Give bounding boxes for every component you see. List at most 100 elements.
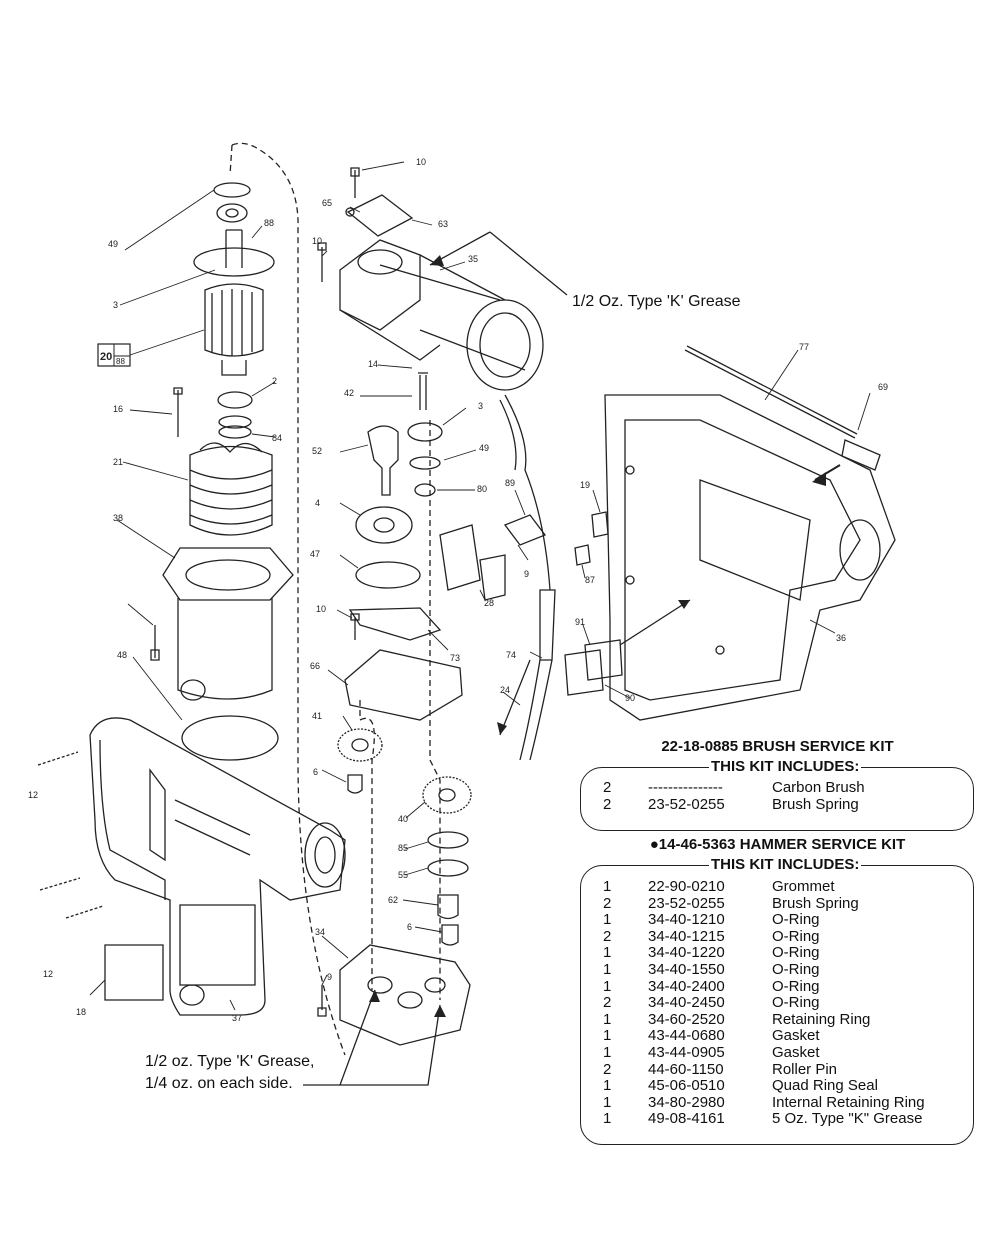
part-label: 16 xyxy=(113,404,123,414)
arrowhead-4 xyxy=(369,990,380,1002)
kit-desc: O-Ring xyxy=(772,911,820,929)
part-label: 84 xyxy=(272,433,282,443)
o-ring-48 xyxy=(181,715,279,761)
part-label: 49 xyxy=(479,443,489,453)
switch-89 xyxy=(439,514,547,601)
kit-part: 34-40-2450 xyxy=(648,994,725,1012)
kit-part: 44-60-1150 xyxy=(648,1060,724,1078)
kit-part: 34-40-1215 xyxy=(648,927,725,945)
kit-desc: Brush Spring xyxy=(772,795,859,813)
kit-qty: 1 xyxy=(603,878,612,895)
bearing-2 xyxy=(217,391,253,409)
kit-part: 34-80-2980 xyxy=(648,1093,725,1111)
kit-part: 23-52-0255 xyxy=(648,894,725,912)
part-label: 88 xyxy=(264,218,274,228)
kit-part: 22-90-0210 xyxy=(648,878,725,895)
part-label: 63 xyxy=(438,219,448,229)
wire-89b xyxy=(499,399,517,471)
kit-desc: Quad Ring Seal xyxy=(772,1077,878,1095)
part-label: 36 xyxy=(836,633,846,643)
part-label: 80 xyxy=(477,484,487,494)
part-label: 90 xyxy=(625,693,635,703)
hammer-kit-title: ●14-46-5363 HAMMER SERVICE KIT xyxy=(649,836,906,853)
part-label: 10 xyxy=(316,604,326,614)
part-label: 69 xyxy=(878,382,888,392)
brush-91-a xyxy=(564,649,604,696)
side-cover-36 xyxy=(604,394,896,721)
part-label: 35 xyxy=(468,254,478,264)
kit-desc: O-Ring xyxy=(772,977,820,995)
kit-desc: O-Ring xyxy=(772,994,820,1012)
part-label: 3 xyxy=(113,300,118,310)
kit-desc: Roller Pin xyxy=(772,1060,838,1078)
guide-line-center xyxy=(359,700,375,990)
part-label: 87 xyxy=(585,575,595,585)
part-label: 28 xyxy=(484,598,494,608)
plate-73 xyxy=(348,607,442,641)
bearing-3-center xyxy=(407,422,443,442)
part-label: 18 xyxy=(76,1007,86,1017)
leader-lines xyxy=(89,161,871,1011)
kit-qty: 1 xyxy=(603,1110,612,1128)
kit-qty: 1 xyxy=(603,1027,612,1045)
kit-part: 43-44-0680 xyxy=(648,1027,725,1045)
kit-desc: Brush Spring xyxy=(772,894,859,912)
part-label: 73 xyxy=(450,653,460,663)
kit-part: 34-40-1210 xyxy=(648,911,725,929)
bushing-6-lower xyxy=(441,924,459,946)
kit-qty: 1 xyxy=(603,1044,612,1061)
part-label: 34 xyxy=(315,927,325,937)
kit-desc: Carbon Brush xyxy=(772,779,865,796)
kit-part: 23-52-0255 xyxy=(648,795,725,813)
arrowhead-5 xyxy=(434,1005,446,1017)
kit-desc: O-Ring xyxy=(772,927,820,945)
gear-40 xyxy=(422,776,472,814)
armature-88 xyxy=(193,229,275,376)
cover-plate-63 xyxy=(346,194,414,237)
part-label: 14 xyxy=(368,359,378,369)
guide-line-left xyxy=(231,142,346,1056)
kit-part: 49-08-4161 xyxy=(648,1110,725,1128)
grease-callout-bottom-line1: 1/2 oz. Type 'K' Grease, xyxy=(145,1053,315,1070)
part-label: 10 xyxy=(416,157,426,167)
motor-housing-38 xyxy=(162,547,294,701)
arrow-cord xyxy=(499,659,531,736)
part-label: 52 xyxy=(312,446,322,456)
part-label: 74 xyxy=(506,650,516,660)
part-label: 37 xyxy=(232,1013,242,1023)
arrow-bottom-grease-b xyxy=(340,1004,441,1086)
kit-part: 34-60-2520 xyxy=(648,1010,725,1028)
screw-12-b xyxy=(39,877,81,891)
bearing-3 xyxy=(216,203,248,223)
hammer-kit-subtitle: THIS KIT INCLUDES: xyxy=(709,856,862,873)
kit-qty: 2 xyxy=(603,894,612,912)
grease-callout-bottom-line2: 1/4 oz. on each side. xyxy=(145,1075,293,1092)
bushing-62 xyxy=(437,894,459,920)
screw-9 xyxy=(317,985,327,1017)
bushing-6 xyxy=(347,774,363,794)
rod-77 xyxy=(684,349,856,439)
kit-qty: 2 xyxy=(603,994,612,1012)
kit-qty: 1 xyxy=(603,911,612,929)
part-labels: 1065634988103531442349802168421524384710… xyxy=(28,157,888,1023)
washer-65 xyxy=(345,207,355,217)
part-label: 3 xyxy=(478,401,483,411)
washer-80 xyxy=(414,483,436,497)
part-label: 21 xyxy=(113,457,123,467)
part-label: 12 xyxy=(28,790,38,800)
part-label: 4 xyxy=(315,498,320,508)
part-label: 6 xyxy=(313,767,318,777)
screw-10-side xyxy=(317,242,327,282)
screw-16 xyxy=(173,387,183,437)
kit-desc: Gasket xyxy=(772,1027,820,1045)
inset-num-bottom: 88 xyxy=(116,357,125,366)
part-label: 66 xyxy=(310,661,320,671)
kit-qty: 1 xyxy=(603,977,612,995)
part-label: 10 xyxy=(312,236,322,246)
wire-89 xyxy=(504,394,551,591)
part-label: 47 xyxy=(310,549,320,559)
kit-part: 34-40-2400 xyxy=(648,977,725,995)
screw-10-mid xyxy=(350,613,360,640)
kit-desc: Retaining Ring xyxy=(772,1010,871,1028)
